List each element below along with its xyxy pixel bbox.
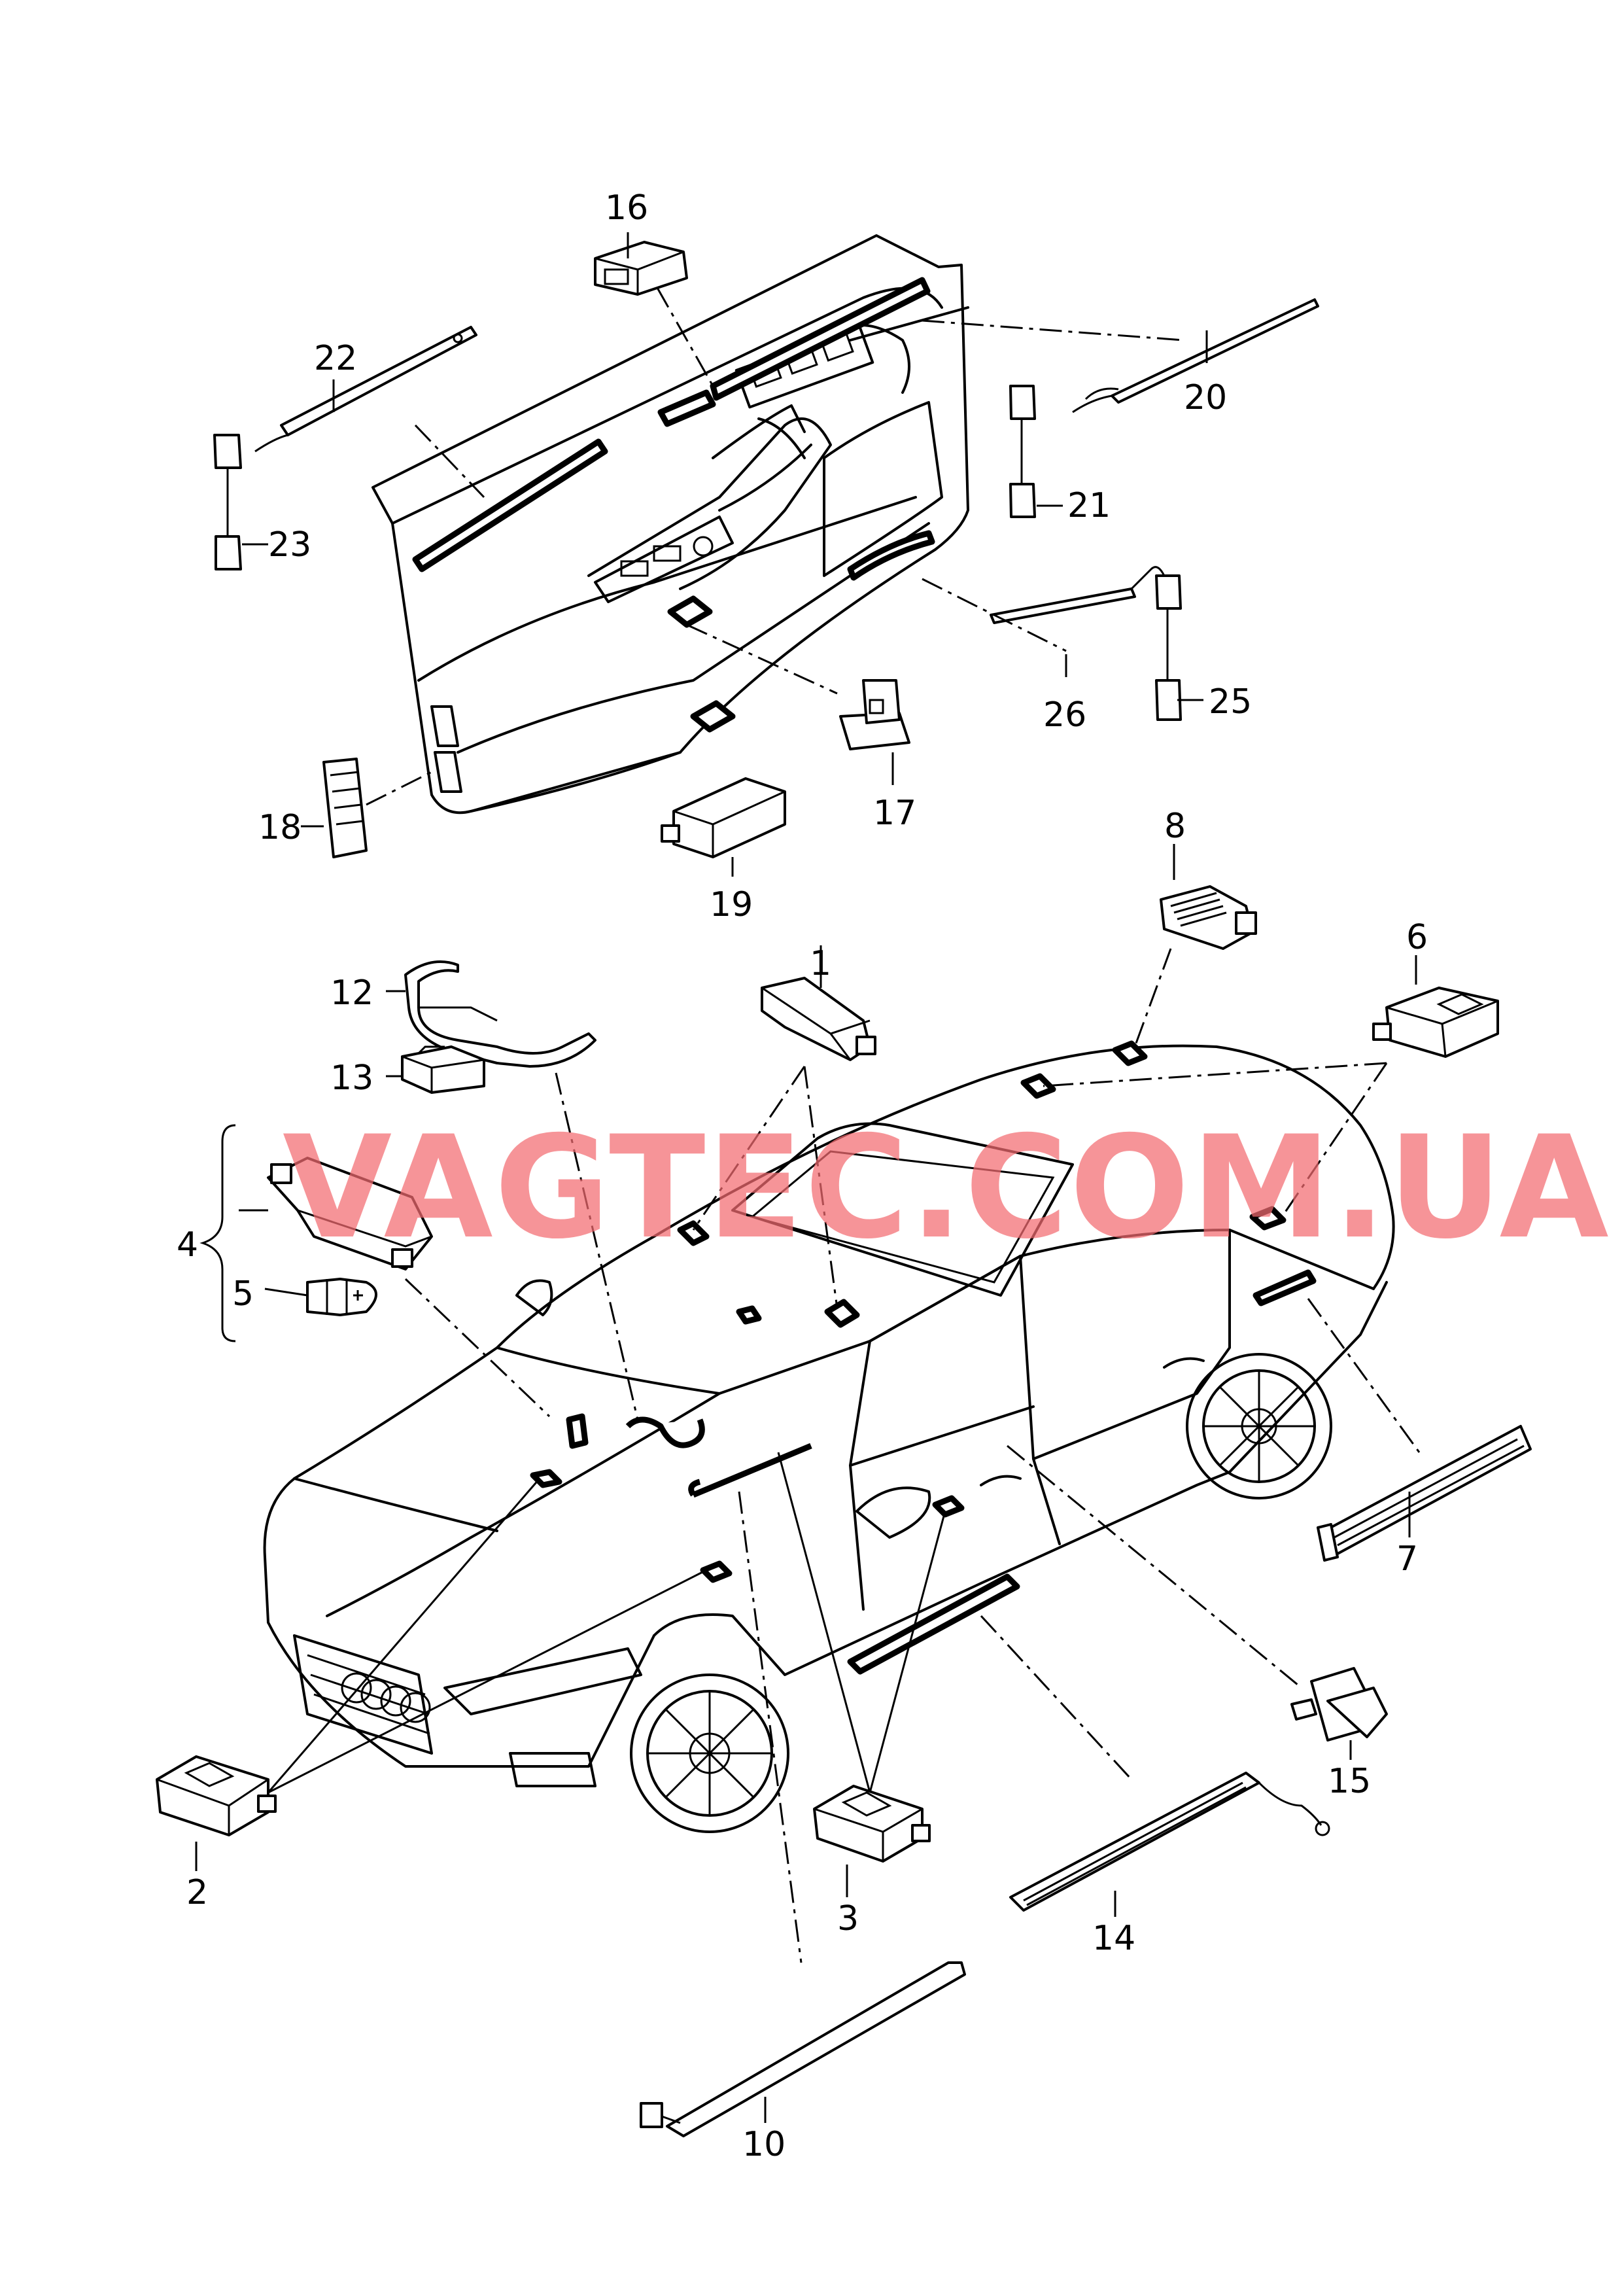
part-19-footwell-lamp <box>661 777 786 858</box>
part-8-vanity-mirror-lamp <box>1160 885 1257 950</box>
part-15-puddle-lamp <box>1290 1667 1388 1742</box>
door-trim-panel <box>371 234 969 815</box>
watermark: VAGTEC.COM.UA <box>283 1106 1610 1270</box>
label-19: 19 <box>710 885 753 924</box>
label-8: 8 <box>1164 807 1186 846</box>
label-20: 20 <box>1184 378 1227 417</box>
part-1-interior-lamp <box>761 977 876 1061</box>
part-7-rear-door-strip <box>1317 1425 1532 1562</box>
part-5-bulb <box>306 1278 377 1316</box>
part-23-wiring-connector <box>213 434 242 570</box>
label-13: 13 <box>330 1059 373 1098</box>
label-4: 4 <box>177 1225 198 1265</box>
part-26-door-light-strip <box>990 566 1166 624</box>
label-16: 16 <box>605 188 648 228</box>
part-2-door-lamp <box>156 1755 277 1836</box>
label-15: 15 <box>1328 1762 1371 1801</box>
label-10: 10 <box>742 2125 786 2164</box>
part-20-door-light-strip <box>1072 298 1319 413</box>
part-18-door-handle-cover <box>322 758 368 858</box>
label-12: 12 <box>330 973 373 1013</box>
label-25: 25 <box>1209 682 1252 722</box>
label-3: 3 <box>837 1899 859 1938</box>
label-2: 2 <box>186 1873 208 1912</box>
leader-lines <box>267 287 1421 1963</box>
part-14-sill-light-strip <box>1009 1772 1330 1912</box>
label-17: 17 <box>873 794 916 833</box>
label-1: 1 <box>810 944 831 983</box>
label-14: 14 <box>1092 1919 1135 1958</box>
label-7: 7 <box>1396 1539 1418 1579</box>
label-18: 18 <box>258 808 302 847</box>
part-3-door-lamp <box>813 1785 931 1863</box>
part-22-trim-light-strip <box>254 326 477 453</box>
part-number-labels: 16 22 20 21 23 25 26 17 18 19 8 6 1 12 1… <box>177 188 1428 2164</box>
label-5: 5 <box>232 1274 254 1314</box>
part-16-switch-module <box>594 241 688 296</box>
label-23: 23 <box>268 525 311 565</box>
car-body-outline <box>263 1040 1395 1833</box>
part-6-rear-lamp <box>1372 987 1499 1058</box>
part-25-wiring-connector <box>1155 574 1182 721</box>
label-6: 6 <box>1406 918 1428 957</box>
part-4-bracket <box>199 1124 236 1342</box>
label-ticks <box>195 232 1417 2123</box>
part-17-door-lamp <box>839 679 910 750</box>
part-4-vanity-lamp <box>267 1157 433 1270</box>
part-21-wiring-connector <box>1009 385 1036 518</box>
label-22: 22 <box>314 339 357 378</box>
part-10-footwell-wire-strip <box>640 1961 966 2137</box>
label-21: 21 <box>1067 486 1111 525</box>
part-13-connector <box>401 1045 485 1094</box>
label-26: 26 <box>1043 695 1086 735</box>
